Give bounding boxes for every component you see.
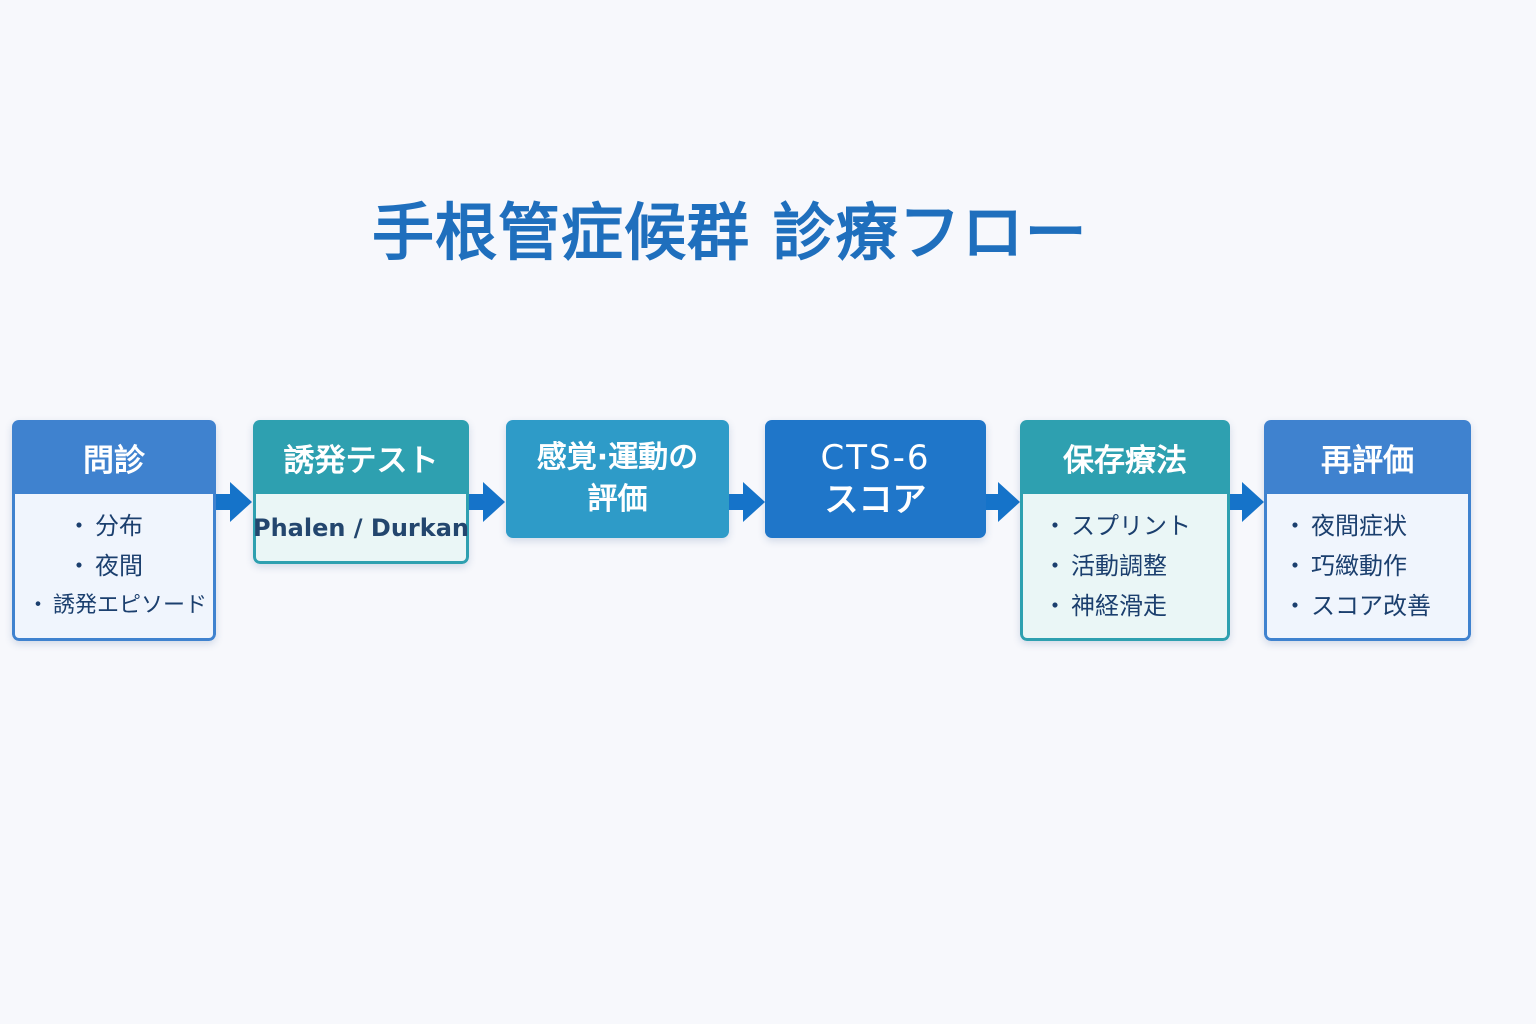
step-conservative-treatment: 保存療法 スプリント 活動調整 神経滑走 (1020, 420, 1230, 641)
list-item: 巧緻動作 (1267, 546, 1468, 586)
step-sensory-motor-evaluation-line1: 感覚·運動の (536, 440, 699, 475)
step-reevaluation-body: 夜間症状 巧緻動作 スコア改善 (1264, 494, 1471, 641)
step-sensory-motor-evaluation-line2: 評価 (587, 482, 648, 517)
step-cts6-score-line1: CTS-6 (820, 438, 931, 478)
step-history-taking-body: 分布 夜間 誘発エピソード (12, 494, 216, 641)
flow-arrow-5-icon (1242, 482, 1264, 522)
list-item: 神経滑走 (1023, 586, 1227, 626)
list-item: 分布 (15, 506, 213, 546)
page-title: 手根管症候群 診療フロー (372, 196, 1088, 269)
step-provocation-test-heading: 誘発テスト (253, 420, 469, 494)
list-item: 活動調整 (1023, 546, 1227, 586)
step-conservative-treatment-list: スプリント 活動調整 神経滑走 (1023, 506, 1227, 626)
step-provocation-test: 誘発テスト Phalen / Durkan (253, 420, 469, 564)
step-provocation-test-body: Phalen / Durkan (253, 494, 469, 564)
step-reevaluation: 再評価 夜間症状 巧緻動作 スコア改善 (1264, 420, 1471, 641)
list-item: 夜間症状 (1267, 506, 1468, 546)
flow-arrow-4-shaft (986, 494, 1000, 510)
step-history-taking-heading: 問診 (12, 420, 216, 494)
step-conservative-treatment-heading: 保存療法 (1020, 420, 1230, 494)
step-reevaluation-heading: 再評価 (1264, 420, 1471, 494)
flow-arrow-2-icon (483, 482, 505, 522)
flow-arrow-1-icon (230, 482, 252, 522)
list-item: スコア改善 (1267, 586, 1468, 626)
list-item: 誘発エピソード (15, 586, 213, 626)
step-sensory-motor-evaluation: 感覚·運動の 評価 (506, 420, 729, 538)
step-cts6-score: CTS-6 スコア (765, 420, 986, 538)
flow-arrow-1-shaft (216, 494, 232, 510)
flow-arrow-2-shaft (469, 494, 485, 510)
list-item: スプリント (1023, 506, 1227, 546)
flow-arrow-3-shaft (729, 494, 745, 510)
flow-arrow-4-icon (998, 482, 1020, 522)
flow-arrow-5-shaft (1230, 494, 1244, 510)
step-history-taking-list: 分布 夜間 誘発エピソード (15, 506, 213, 626)
list-item: 夜間 (15, 546, 213, 586)
step-conservative-treatment-body: スプリント 活動調整 神経滑走 (1020, 494, 1230, 641)
flow-arrow-3-icon (743, 482, 765, 522)
step-reevaluation-list: 夜間症状 巧緻動作 スコア改善 (1267, 506, 1468, 626)
step-history-taking: 問診 分布 夜間 誘発エピソード (12, 420, 216, 641)
step-cts6-score-line2: スコア (824, 480, 927, 520)
